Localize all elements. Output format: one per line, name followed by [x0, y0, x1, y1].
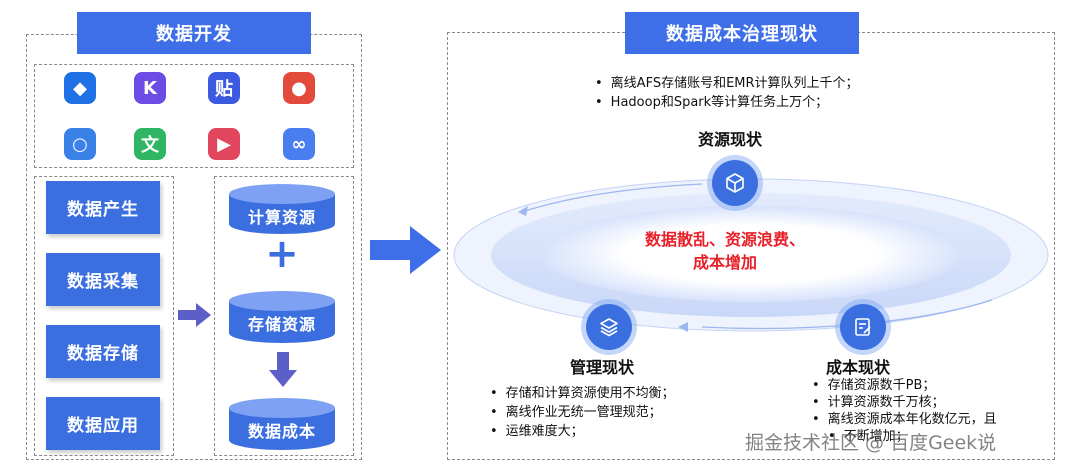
management-status-node	[586, 304, 632, 350]
arrow-down-icon	[269, 352, 297, 387]
cost-bullets: 存储资源数千PB； 计算资源数千万核； 离线资源成本年化数亿元，且 不断增加；	[812, 377, 997, 445]
cost-status-node	[840, 304, 886, 350]
data-cost-cylinder: 数据成本	[229, 398, 335, 450]
stage-data-generation: 数据产生	[46, 181, 160, 234]
storage-resource-label: 存储资源	[247, 315, 316, 334]
management-bullet-1: 存储和计算资源使用不均衡；	[490, 384, 675, 403]
compute-resource-label: 计算资源	[247, 208, 316, 227]
arrow-right-small-icon	[178, 303, 211, 327]
stages-column	[34, 176, 174, 456]
cloud-rings-logo-icon: ∞	[283, 128, 315, 160]
plus-icon: +	[265, 231, 299, 277]
management-bullet-3: 运维难度大；	[490, 422, 675, 441]
wenku-logo-icon: 文	[134, 128, 166, 160]
k-logo-icon: K	[134, 72, 166, 104]
center-highlight-text: 数据散乱、资源浪费、 成本增加	[610, 228, 840, 274]
watermark: 掘金技术社区 @ 百度Geek说	[745, 432, 997, 454]
compute-resource-cylinder: 计算资源	[229, 184, 335, 234]
app-icon-grid	[34, 64, 354, 168]
stage-data-storage: 数据存储	[46, 325, 160, 378]
cost-bullet-3: 离线资源成本年化数亿元，且	[812, 411, 997, 428]
right-panel-header: 数据成本治理现状	[625, 12, 859, 54]
map-pin-logo-icon: ●	[283, 72, 315, 104]
cost-bullet-1: 存储资源数千PB；	[812, 377, 997, 394]
storage-resource-cylinder: 存储资源	[229, 291, 335, 343]
arrow-right-large-icon	[370, 226, 441, 274]
tieba-logo-icon: 贴	[208, 72, 240, 104]
left-panel-header: 数据开发	[77, 12, 311, 54]
data-cost-label: 数据成本	[247, 422, 316, 441]
stage-data-application: 数据应用	[46, 397, 160, 450]
magnifier-logo-icon: ○	[64, 128, 96, 160]
management-bullets: 存储和计算资源使用不均衡； 离线作业无统一管理规范； 运维难度大；	[490, 384, 675, 441]
cost-bullet-2: 计算资源数千万核；	[812, 394, 997, 411]
layers-icon	[600, 318, 618, 337]
cycle-ellipse	[453, 178, 1049, 332]
center-text-line2: 成本增加	[692, 253, 757, 272]
cube-icon	[726, 173, 744, 193]
top-bullet-afs: 离线AFS存储账号和EMR计算队列上千个；	[595, 74, 859, 93]
stage-data-collection: 数据采集	[46, 253, 160, 306]
cost-status-title: 成本现状	[826, 358, 891, 377]
resource-status-node	[712, 160, 758, 206]
center-text-line1: 数据散乱、资源浪费、	[644, 230, 805, 249]
top-bullets: 离线AFS存储账号和EMR计算队列上千个； Hadoop和Spark等计算任务上…	[595, 74, 859, 112]
management-status-title: 管理现状	[570, 358, 635, 377]
top-bullet-hadoop: Hadoop和Spark等计算任务上万个；	[595, 93, 859, 112]
resource-status-title: 资源现状	[698, 130, 763, 149]
document-edit-icon	[855, 318, 871, 336]
cost-bullet-4: 不断增加；	[812, 428, 997, 445]
management-bullet-2: 离线作业无统一管理规范；	[490, 403, 675, 422]
cube-logo-icon: ◆	[64, 72, 96, 104]
resources-column	[214, 176, 354, 456]
play-logo-icon: ▶	[208, 128, 240, 160]
